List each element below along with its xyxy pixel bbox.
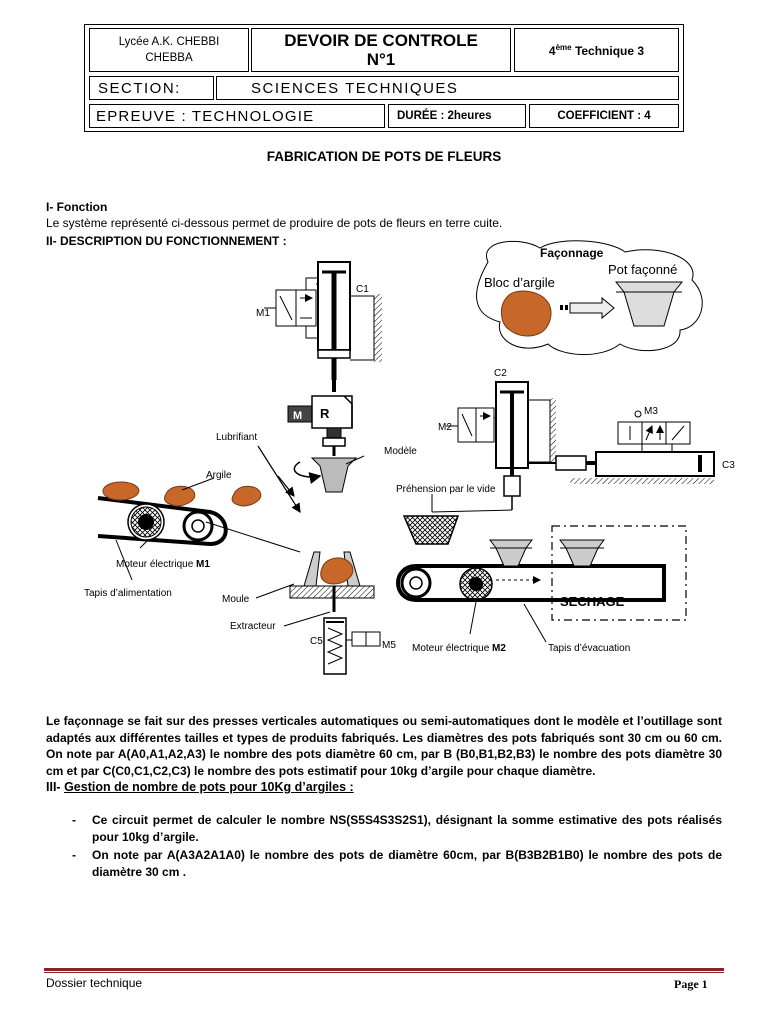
cylinder-c1: C1 bbox=[317, 261, 382, 380]
faconnage-arrow bbox=[569, 296, 615, 320]
header-frame bbox=[84, 24, 684, 132]
valve-m1: M1 bbox=[256, 277, 318, 339]
school-city: CHEBBA bbox=[145, 52, 193, 64]
bullet-2: - On note par A(A3A2A1A0) le nombre des … bbox=[72, 848, 722, 879]
school-cell: Lycée A.K. CHEBBI CHEBBA bbox=[89, 28, 249, 72]
m1-valve-label: M1 bbox=[256, 308, 270, 319]
clay-piece bbox=[231, 485, 262, 507]
sechage-label: SECHAGE bbox=[560, 594, 625, 609]
faconnage-arrow-tail bbox=[565, 305, 568, 310]
cylinder-c5: Extracteur C5 M5 bbox=[230, 611, 396, 675]
epreuve-label: EPREUVE : TECHNOLOGIE bbox=[96, 107, 315, 125]
m3-label: M3 bbox=[644, 406, 658, 417]
vacuum-gripper bbox=[402, 515, 460, 545]
moule-label: Moule bbox=[222, 594, 250, 605]
lubrifiant-arrow bbox=[257, 445, 301, 514]
exam-title: DEVOIR DE CONTROLE bbox=[284, 31, 478, 50]
section1-heading: I- Fonction bbox=[46, 200, 108, 214]
class-cell: 4ème Technique 3 bbox=[514, 28, 679, 72]
faconnage-inset: Façonnage Bloc d’argile Pot façonné bbox=[476, 240, 703, 355]
moteur2-label: Moteur électrique M2 bbox=[412, 643, 506, 654]
school-name: Lycée A.K. CHEBBI bbox=[118, 36, 220, 48]
section-label: SECTION: bbox=[98, 79, 181, 97]
motor-m-label: M bbox=[293, 410, 302, 422]
section1-text: Le système représenté ci-dessous permet … bbox=[46, 216, 503, 230]
section-label-cell: SECTION: bbox=[89, 76, 214, 100]
m2-valve-label: M2 bbox=[438, 422, 452, 433]
main-title: FABRICATION DE POTS DE FLEURS bbox=[266, 149, 502, 164]
class-label: 4ème Technique 3 bbox=[548, 42, 645, 58]
clay-piece bbox=[163, 485, 196, 507]
duree-label: DURÉE : 2heures bbox=[397, 110, 492, 122]
coefficient-label: COEFFICIENT : 4 bbox=[557, 110, 651, 122]
extracteur-label: Extracteur bbox=[230, 621, 276, 632]
c3-label: C3 bbox=[722, 460, 735, 471]
cylinder-c2: C2 M2 bbox=[438, 368, 556, 510]
clay-block-shape bbox=[500, 290, 552, 337]
motor-reducer: M R bbox=[287, 380, 353, 456]
section2-heading: II- DESCRIPTION DU FONCTIONNEMENT : bbox=[46, 234, 287, 248]
footer-rule bbox=[44, 968, 724, 971]
cylinder-c3: C3 M3 bbox=[528, 406, 735, 484]
argile-label: Argile bbox=[206, 470, 232, 481]
title-cell: DEVOIR DE CONTROLE N°1 bbox=[251, 28, 511, 72]
section-value: SCIENCES TECHNIQUES bbox=[251, 79, 459, 97]
m5-label: M5 bbox=[382, 640, 396, 651]
bloc-label: Bloc d’argile bbox=[484, 275, 555, 290]
bullet-1-text: Ce circuit permet de calculer le nombre … bbox=[92, 813, 722, 844]
c1-label: C1 bbox=[356, 284, 369, 295]
tapis-evac-label: Tapis d’évacuation bbox=[548, 643, 630, 654]
process-diagram: Façonnage Bloc d’argile Pot façonné C1 M… bbox=[84, 240, 735, 675]
faconnage-arrow-tail bbox=[560, 305, 563, 310]
duree-cell: DURÉE : 2heures bbox=[388, 104, 526, 128]
coef-cell: COEFFICIENT : 4 bbox=[529, 104, 679, 128]
description-paragraph: Le façonnage se fait sur des presses ver… bbox=[46, 714, 722, 778]
exam-number: N°1 bbox=[366, 50, 396, 69]
moule: Moule bbox=[222, 551, 375, 612]
tapis-alim-label: Tapis d’alimentation bbox=[84, 588, 172, 599]
lubrifiant-label: Lubrifiant bbox=[216, 432, 257, 443]
bullet-1: - Ce circuit permet de calculer le nombr… bbox=[72, 813, 722, 844]
clay-piece bbox=[102, 481, 140, 501]
faconnage-title: Façonnage bbox=[540, 246, 604, 260]
reducer-r-label: R bbox=[320, 406, 330, 421]
epreuve-cell: EPREUVE : TECHNOLOGIE bbox=[89, 104, 385, 128]
modele-tool: Modèle bbox=[293, 446, 417, 493]
evac-conveyor: SECHAGE Moteur électrique M2 Tapis d’éva… bbox=[396, 525, 687, 654]
section3-title: Gestion de nombre de pots pour 10Kg d’ar… bbox=[64, 780, 354, 794]
c2-label: C2 bbox=[494, 368, 507, 379]
c5-label: C5 bbox=[310, 636, 323, 647]
moteur1-label: Moteur électrique M1 bbox=[116, 559, 210, 570]
footer-rule-thin bbox=[44, 972, 724, 973]
bullet-2-text: On note par A(A3A2A1A0) le nombre des po… bbox=[92, 848, 722, 879]
section3-heading: III- Gestion de nombre de pots pour 10Kg… bbox=[46, 780, 354, 794]
lubrifiant-arrow bbox=[277, 475, 295, 497]
feed-conveyor bbox=[97, 496, 301, 553]
footer-page: Page 1 bbox=[674, 977, 708, 991]
footer-left: Dossier technique bbox=[46, 976, 143, 990]
pot-label: Pot façonné bbox=[608, 262, 677, 277]
prehension-label: Préhension par le vide bbox=[396, 484, 496, 495]
section-value-cell: SCIENCES TECHNIQUES bbox=[216, 76, 679, 100]
modele-label: Modèle bbox=[384, 446, 417, 457]
